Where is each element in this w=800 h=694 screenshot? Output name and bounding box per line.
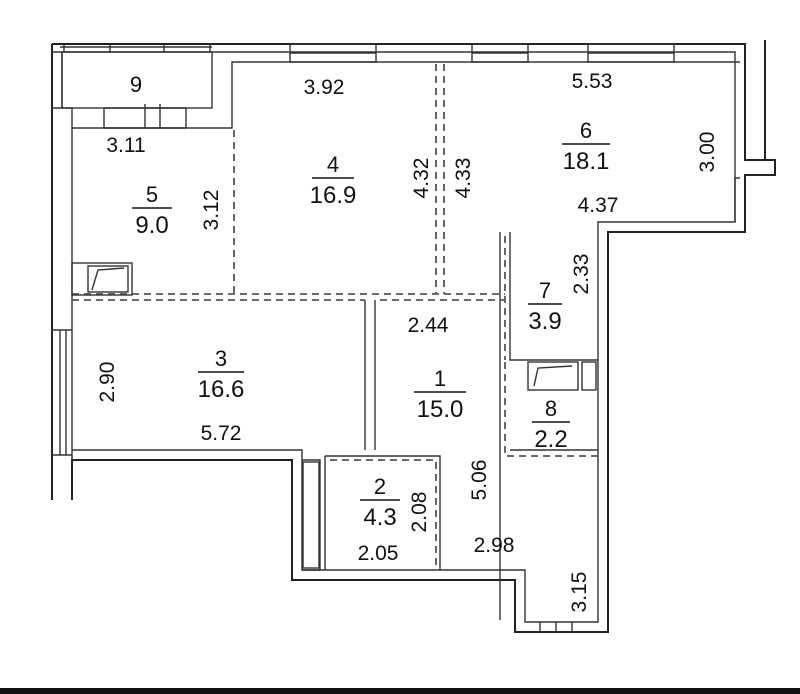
room-area-1: 15.0 <box>417 396 464 423</box>
partition-4-6 <box>435 64 445 294</box>
storage-wall <box>302 459 321 571</box>
room-area-2: 4.3 <box>363 504 396 531</box>
room-number-7: 7 <box>539 278 551 303</box>
bath-wall <box>324 455 441 570</box>
dim-room6-right: 3.00 <box>696 132 719 173</box>
window-room6b <box>587 43 675 63</box>
room-number-9: 9 <box>130 72 142 97</box>
room-number-3: 3 <box>215 346 227 371</box>
window-room6a <box>471 43 529 63</box>
kitchen-fixture <box>71 262 133 296</box>
partition-upper-lower <box>72 293 505 301</box>
dim-room1-right: 5.06 <box>468 460 491 501</box>
partition-8 <box>504 362 598 457</box>
room3-right-wall <box>364 300 376 450</box>
room-area-3: 16.6 <box>198 376 245 403</box>
room-number-8: 8 <box>545 396 557 421</box>
room-area-7: 3.9 <box>528 308 561 335</box>
window-room5 <box>103 104 187 129</box>
room-number-1: 1 <box>434 366 446 391</box>
dim-room6-bottom: 4.37 <box>578 194 619 217</box>
dim-room6-top: 5.53 <box>572 70 613 93</box>
dim-room6-left: 4.33 <box>452 158 475 199</box>
dim-room5-top: 3.11 <box>106 134 145 157</box>
room-area-5: 9.0 <box>135 212 168 239</box>
dim-room2-bottom: 2.05 <box>358 542 399 565</box>
room-number-6: 6 <box>580 118 592 143</box>
window-corridor <box>539 622 573 632</box>
bottom-rule <box>0 688 800 694</box>
room5-wall <box>72 61 740 129</box>
balcony-rail <box>52 51 73 128</box>
window-room4 <box>289 43 377 63</box>
dim-room3-left: 2.90 <box>96 362 119 403</box>
window-room3 <box>52 329 72 456</box>
dim-room2-right: 2.08 <box>408 492 431 533</box>
room-number-2: 2 <box>374 474 386 499</box>
bath-fixture <box>527 361 597 391</box>
outer-wall <box>51 43 776 633</box>
dim-room4-right: 4.32 <box>410 158 433 199</box>
dim-room4-top: 3.92 <box>304 76 345 99</box>
storage-fixture <box>302 461 320 569</box>
dim-room1-top: 2.44 <box>408 314 449 337</box>
corridor-wall <box>499 232 598 620</box>
room-number-5: 5 <box>146 182 158 207</box>
room-area-8: 2.2 <box>534 426 567 453</box>
dim-room5-right: 3.12 <box>200 190 223 231</box>
dim-room7-right: 2.33 <box>570 254 593 295</box>
balcony-window <box>60 44 212 52</box>
outer-wall-inner-line <box>61 51 736 623</box>
dim-room3-bottom: 5.72 <box>201 422 242 445</box>
room-area-6: 18.1 <box>563 148 610 175</box>
dim-room1-bottom: 2.98 <box>474 534 515 557</box>
room6-corner <box>734 177 740 222</box>
room-area-4: 16.9 <box>310 182 357 209</box>
room-number-4: 4 <box>327 152 339 177</box>
dim-corridor-right: 3.15 <box>568 572 591 613</box>
